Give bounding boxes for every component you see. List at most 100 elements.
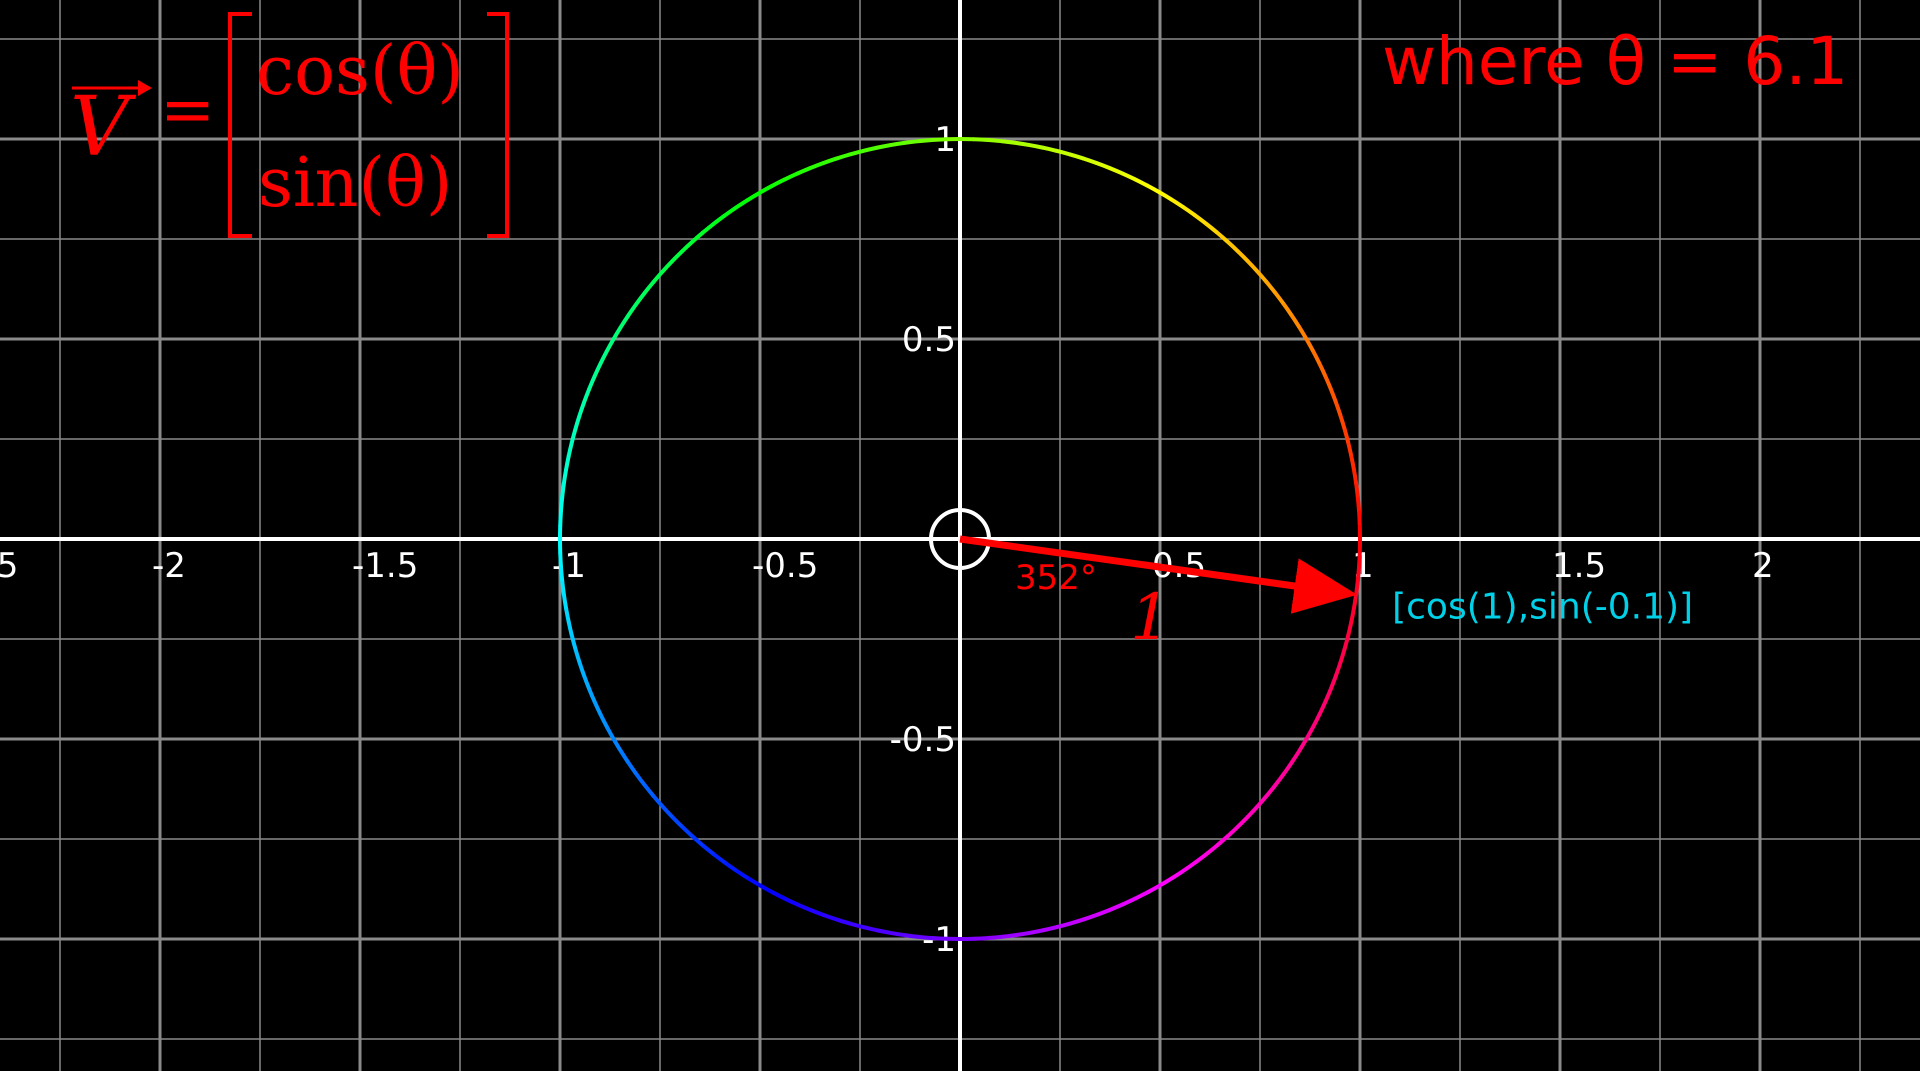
unit-circle-segment <box>1055 148 1071 157</box>
unit-circle-segment <box>619 749 631 765</box>
unit-circle-segment <box>566 621 574 637</box>
unit-circle-segment <box>917 137 933 144</box>
unit-circle-segment <box>1264 280 1277 294</box>
unit-circle-segment <box>1225 239 1240 253</box>
unit-circle-segment <box>642 280 656 295</box>
unit-circle-segment <box>862 925 878 933</box>
unit-circle-segment <box>809 908 825 917</box>
unit-circle-segment <box>701 843 716 857</box>
unit-circle-segment <box>876 928 892 936</box>
unit-circle-segment <box>1351 468 1359 484</box>
unit-circle-segment <box>577 401 587 417</box>
unit-circle-segment <box>1133 177 1149 188</box>
unit-circle-segment <box>835 917 851 926</box>
unit-circle-segment <box>723 205 738 218</box>
unit-circle-segment <box>835 152 851 161</box>
vector-formula: V = cos(θ) sin(θ) <box>70 12 509 238</box>
unit-circle-segment <box>973 137 989 142</box>
unit-circle-segment <box>987 137 1003 144</box>
unit-circle-segment <box>1121 896 1137 907</box>
unit-circle-segment <box>587 375 597 391</box>
unit-circle-segment <box>808 161 824 171</box>
unit-circle-segment <box>1014 140 1030 148</box>
unit-circle-segment <box>626 302 639 318</box>
vector-symbol: V <box>70 80 137 175</box>
unit-circle-segment <box>1226 824 1240 838</box>
unit-circle-segment <box>746 190 762 202</box>
x-tick-label: -1.5 <box>352 546 418 586</box>
unit-circle-segment <box>680 240 694 254</box>
unit-circle-segment <box>1069 152 1085 161</box>
unit-circle-segment <box>1297 325 1309 340</box>
unit-circle-segment <box>1255 269 1268 284</box>
origin-circle <box>929 508 991 570</box>
unit-circle-segment <box>1289 749 1302 764</box>
unit-circle-segment <box>1082 912 1099 922</box>
unit-circle-segment <box>1082 156 1098 166</box>
unit-circle-segment <box>611 737 623 753</box>
unit-circle-segment <box>771 890 787 901</box>
unit-circle-segment <box>1354 579 1360 595</box>
unit-circle-segment <box>973 935 989 941</box>
unit-circle-segment <box>1342 634 1351 650</box>
unit-circle-segment <box>783 171 799 182</box>
unit-circle-segment <box>1351 593 1359 609</box>
unit-circle-segment <box>1354 482 1360 498</box>
unit-circle-segment <box>1346 441 1354 457</box>
unit-circle-segment <box>1069 917 1085 926</box>
unit-circle-segment <box>558 496 565 512</box>
unit-circle-segment <box>890 930 906 938</box>
unit-circle-segment <box>1193 852 1209 865</box>
unit-circle-segment <box>1042 925 1058 933</box>
unit-circle-segment <box>690 231 705 244</box>
unit-circle-segment <box>1281 760 1294 776</box>
unit-circle-segment <box>889 140 905 148</box>
unit-circle <box>558 137 1363 941</box>
vector-length-label: 1 <box>1130 581 1171 655</box>
unit-circle-segment <box>1170 868 1186 880</box>
unit-circle-segment <box>1001 933 1017 939</box>
unit-circle-segment <box>1356 510 1362 526</box>
unit-circle-segment <box>1338 648 1347 664</box>
unit-circle-segment <box>1255 794 1269 808</box>
unit-circle-segment <box>1056 921 1072 930</box>
unit-circle-segment <box>1328 387 1338 403</box>
unit-circle-segment <box>1170 197 1185 210</box>
unit-circle-segment <box>1146 183 1161 195</box>
x-tick-label: -0.5 <box>752 546 818 586</box>
matrix-row-cos: cos(θ) <box>256 32 464 111</box>
unit-circle-segment <box>561 469 569 485</box>
unit-circle-segment <box>1134 890 1150 901</box>
x-tick-label: 2 <box>1752 546 1774 586</box>
unit-circle-segment <box>1311 349 1322 365</box>
unit-circle-segment <box>796 902 812 912</box>
unit-circle-segment <box>1273 772 1286 787</box>
unit-circle-segment <box>573 648 582 664</box>
x-tick-label: -2 <box>152 546 186 586</box>
unit-circle-segment <box>1349 607 1357 623</box>
unit-circle-segment <box>759 883 774 895</box>
unit-circle-segment <box>598 713 609 729</box>
unit-circle-segment <box>561 594 569 610</box>
unit-circle-segment <box>1329 674 1339 690</box>
unit-circle-segment <box>1108 166 1124 176</box>
unit-circle-segment <box>651 270 665 284</box>
unit-circle-segment <box>1000 139 1016 145</box>
unit-circle-segment <box>903 139 919 145</box>
unit-circle-segment <box>652 794 665 809</box>
unit-circle-segment <box>604 338 616 353</box>
unit-circle-segment <box>566 441 574 457</box>
unit-circle-segment <box>1182 860 1197 873</box>
unit-circle-segment <box>582 675 592 691</box>
unit-circle-segment <box>931 936 947 941</box>
unit-circle-segment <box>1346 621 1354 637</box>
unit-circle-segment <box>1323 374 1333 390</box>
unit-circle-segment <box>587 688 597 704</box>
unit-circle-segment <box>734 198 750 210</box>
unit-circle-segment <box>660 259 674 274</box>
unit-circle-segment <box>626 761 639 776</box>
unit-circle-segment <box>558 552 564 568</box>
vector-arrow <box>959 535 1358 614</box>
matrix-row-sin: sin(θ) <box>258 144 452 223</box>
